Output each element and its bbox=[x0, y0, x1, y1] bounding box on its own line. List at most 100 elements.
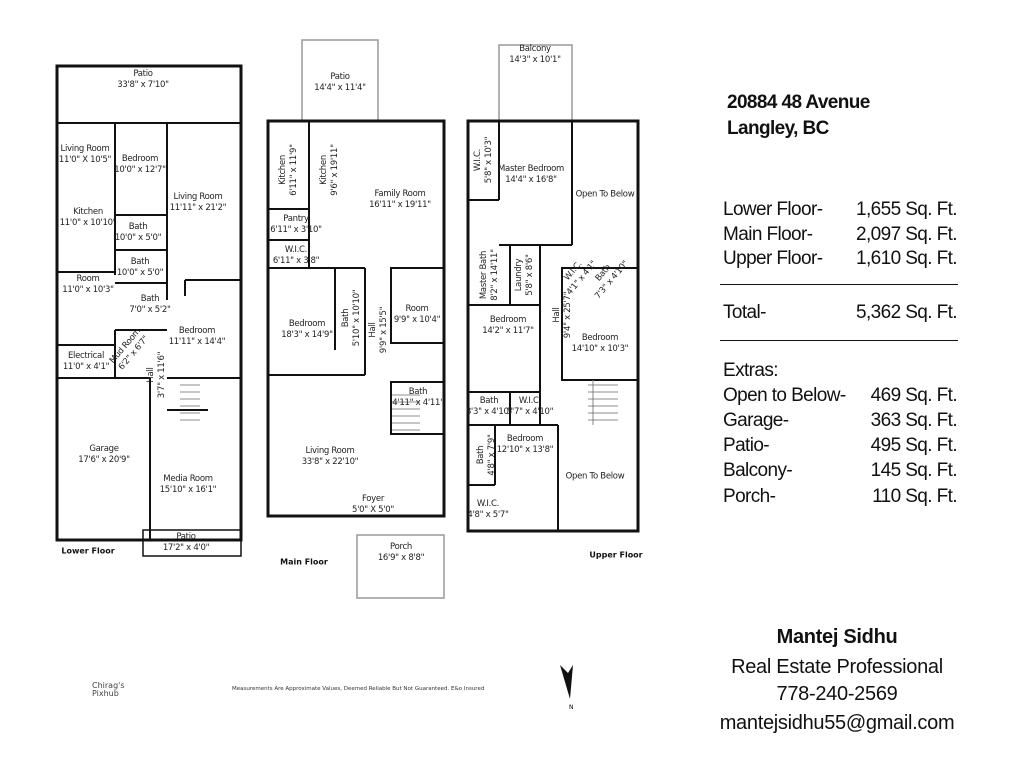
room-label: W.I.C.6'11" x 3'8" bbox=[273, 245, 320, 267]
room-dimensions: 14'2" x 11'7" bbox=[482, 326, 534, 336]
room-dimensions: 11'0" x 10'10" bbox=[59, 218, 117, 228]
room-name: Master Bath bbox=[479, 250, 489, 300]
agent-phone: 778-240-2569 bbox=[776, 683, 898, 705]
room-dimensions: 5'0" X 5'0" bbox=[351, 505, 395, 515]
floor-area-row: Upper Floor-1,610 Sq. Ft. bbox=[723, 248, 958, 272]
room-name: Pantry bbox=[283, 214, 309, 224]
area-label: Upper Floor- bbox=[723, 248, 823, 269]
room-dimensions: 9'6" x 19'11" bbox=[330, 144, 340, 196]
extra-area-row: Open to Below-469 Sq. Ft. bbox=[723, 385, 958, 409]
extra-area-row: Porch-110 Sq. Ft. bbox=[723, 486, 958, 510]
room-dimensions: 5'8" x 10'3" bbox=[484, 136, 494, 184]
room-name: Kitchen bbox=[278, 155, 288, 185]
room-name: Open To Below bbox=[575, 189, 635, 200]
room-label: W.I.C.4'8" x 5'7" bbox=[467, 499, 509, 521]
room-dimensions: 16'11" x 19'11" bbox=[369, 200, 431, 210]
area-label: Total- bbox=[723, 302, 766, 323]
room-name: Porch bbox=[390, 542, 412, 552]
room-name: Balcony bbox=[519, 44, 551, 54]
area-value: 110 Sq. Ft. bbox=[872, 486, 958, 507]
area-value: 145 Sq. Ft. bbox=[870, 460, 958, 481]
area-value: 363 Sq. Ft. bbox=[870, 410, 958, 431]
room-dimensions: 14'4" x 16'8" bbox=[505, 175, 557, 185]
room-label: W.I.C.5'8" x 10'3" bbox=[473, 137, 495, 183]
room-name: Family Room bbox=[374, 189, 426, 199]
room-name: Bedroom bbox=[489, 315, 527, 325]
room-name: Bath bbox=[341, 308, 351, 328]
north-arrow-icon: N bbox=[560, 665, 574, 711]
logo-line1: Chirag's bbox=[92, 681, 125, 690]
area-value: 469 Sq. Ft. bbox=[870, 385, 958, 406]
area-label: Balcony- bbox=[723, 460, 793, 481]
room-dimensions: 17'6" x 20'9" bbox=[78, 455, 130, 465]
room-name: Electrical bbox=[67, 351, 105, 361]
room-dimensions: 4'8" x 5'7" bbox=[467, 510, 509, 520]
room-label: Open To Below bbox=[576, 190, 635, 201]
room-dimensions: 6'11" x 3'10" bbox=[270, 225, 322, 235]
room-name: Bath bbox=[140, 294, 160, 304]
room-name: Patio bbox=[176, 532, 196, 542]
room-dimensions: 5'10" x 10'10" bbox=[352, 289, 362, 347]
room-name: Hall bbox=[552, 307, 562, 323]
area-value: 5,362 Sq. Ft. bbox=[856, 302, 958, 323]
room-name: Bedroom bbox=[121, 154, 159, 164]
room-dimensions: 11'0" x 4'1" bbox=[62, 362, 110, 372]
room-name: Living Room bbox=[173, 192, 223, 202]
area-value: 1,655 Sq. Ft. bbox=[856, 199, 958, 220]
room-dimensions: 9'4" x 25'7" bbox=[563, 291, 573, 339]
room-name: Bath bbox=[476, 445, 486, 465]
room-label: W.I.C.5'7" x 4'10" bbox=[507, 396, 554, 418]
disclaimer: Measurements Are Approximate Values, Dee… bbox=[232, 686, 485, 692]
extras-heading: Extras: bbox=[723, 360, 957, 384]
room-name: Bath bbox=[408, 387, 428, 397]
room-dimensions: 10'0" x 5'0" bbox=[116, 268, 164, 278]
area-label: Main Floor- bbox=[723, 224, 813, 245]
logo-line2: Pixhub bbox=[92, 689, 119, 698]
room-dimensions: 33'8" x 7'10" bbox=[117, 80, 169, 90]
area-label: Lower Floor- bbox=[723, 199, 823, 220]
agent-title: Real Estate Professional bbox=[731, 656, 943, 678]
room-dimensions: 15'10" x 16'1" bbox=[159, 485, 217, 495]
room-name: Foyer bbox=[361, 494, 385, 504]
room-dimensions: 11'0" x 10'3" bbox=[62, 285, 114, 295]
room-label: Open To Below bbox=[566, 472, 625, 483]
room-dimensions: 18'3" x 14'9" bbox=[281, 330, 333, 340]
room-name: Hall bbox=[368, 322, 378, 338]
room-name: Room bbox=[76, 274, 100, 284]
area-value: 2,097 Sq. Ft. bbox=[856, 224, 958, 245]
room-dimensions: 11'0" X 10'5" bbox=[58, 155, 112, 165]
agent-email: mantejsidhu55@gmail.com bbox=[719, 712, 955, 734]
address-line2: Langley, BC bbox=[727, 118, 829, 139]
room-name: Bedroom bbox=[178, 326, 216, 336]
room-name: Laundry bbox=[514, 258, 524, 292]
room-name: Bath bbox=[479, 396, 499, 406]
room-name: Hall bbox=[146, 367, 156, 383]
room-dimensions: 14'3" x 10'1" bbox=[509, 55, 561, 65]
room-dimensions: 10'0" x 12'7" bbox=[114, 165, 166, 175]
room-dimensions: 17'2" x 4'0" bbox=[162, 543, 210, 553]
